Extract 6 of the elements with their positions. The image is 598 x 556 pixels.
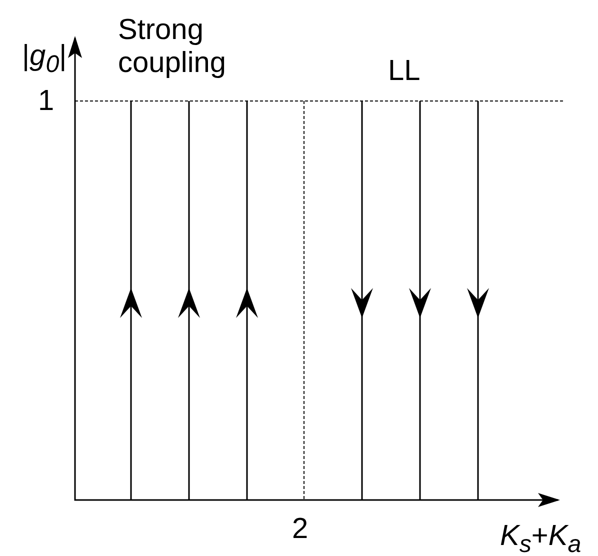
axis-label: |g$_{0}$| bbox=[22, 40, 67, 80]
region-label: LL bbox=[388, 55, 420, 88]
tick-label: 2 bbox=[292, 513, 308, 546]
tick-label: 1 bbox=[38, 85, 54, 118]
axis-label: K$_{s}$+K$_{a}$ bbox=[500, 520, 582, 556]
region-label: Strong coupling bbox=[118, 14, 228, 80]
